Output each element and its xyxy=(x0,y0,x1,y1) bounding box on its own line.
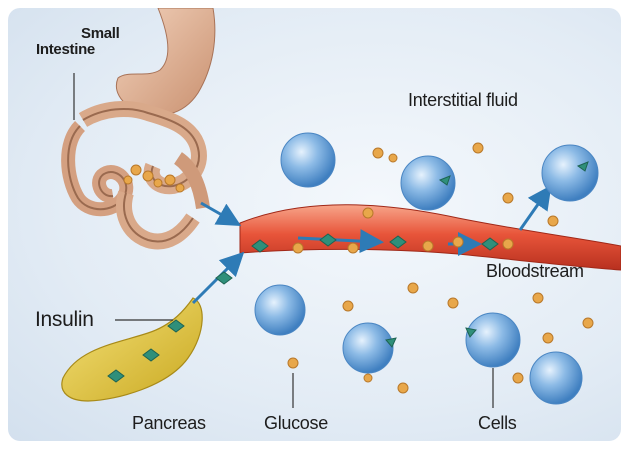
pancreas-label: Pancreas xyxy=(132,413,206,434)
cell xyxy=(281,133,335,187)
small-intestine-label-line1: Small xyxy=(81,26,120,42)
cell xyxy=(530,352,582,404)
diagram-artwork xyxy=(8,8,621,441)
cell xyxy=(343,323,393,373)
cells-label: Cells xyxy=(478,413,517,434)
insulin-label: Insulin xyxy=(35,308,94,332)
bloodstream-label: Bloodstream xyxy=(486,261,584,282)
cell xyxy=(542,145,598,201)
interstitial-fluid-label: Interstitial fluid xyxy=(408,90,518,111)
cell xyxy=(255,285,305,335)
stomach xyxy=(116,8,214,115)
small-intestine-label-line2: Intestine xyxy=(36,42,95,58)
glucose-label: Glucose xyxy=(264,413,328,434)
diagram-frame: Small Intestine Interstitial fluid Blood… xyxy=(8,8,621,441)
cell xyxy=(466,313,520,367)
